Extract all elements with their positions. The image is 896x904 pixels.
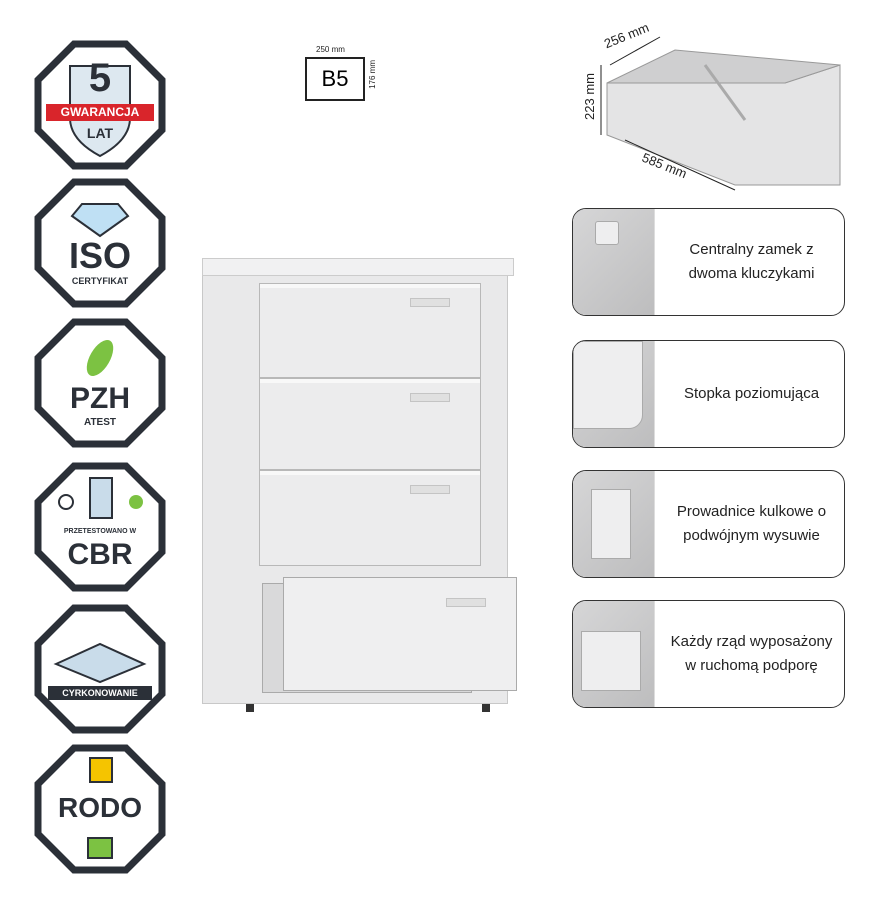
badge-warranty: 5 GWARANCJA LAT bbox=[34, 40, 166, 170]
cabinet-icon bbox=[89, 477, 113, 519]
slide-photo bbox=[573, 471, 655, 577]
badge-pzh: PZH ATEST bbox=[34, 318, 166, 448]
paper-format-b5: B5 bbox=[305, 57, 365, 101]
badge-rodo: RODO bbox=[34, 744, 166, 874]
diamond-icon bbox=[70, 203, 130, 238]
badge-cbr: PRZETESTOWANO W CBR bbox=[34, 462, 166, 592]
leaf-icon bbox=[86, 339, 114, 377]
padlock-icon bbox=[87, 837, 113, 859]
lock-photo bbox=[573, 209, 655, 315]
warranty-ribbon: GWARANCJA bbox=[46, 104, 154, 121]
magnifier-icon bbox=[58, 494, 74, 510]
check-icon bbox=[129, 495, 143, 509]
foot-photo bbox=[573, 341, 655, 447]
support-photo bbox=[573, 601, 655, 707]
feature-leveling-foot: Stopka poziomująca bbox=[572, 340, 845, 448]
layer-icon bbox=[53, 642, 147, 684]
feature-movable-support: Każdy rząd wyposażony w ruchomą podporę bbox=[572, 600, 845, 708]
badge-cyrkonowanie: CYRKONOWANIE bbox=[34, 604, 166, 734]
feature-ball-slides: Prowadnice kulkowe o podwójnym wysuwie bbox=[572, 470, 845, 578]
document-icon bbox=[89, 757, 113, 783]
drawer-insert-image: 256 mm 223 mm 585 mm bbox=[582, 20, 850, 195]
feature-central-lock: Centralny zamek z dwoma kluczykami bbox=[572, 208, 845, 316]
badge-iso: ISO CERTYFIKAT bbox=[34, 178, 166, 308]
